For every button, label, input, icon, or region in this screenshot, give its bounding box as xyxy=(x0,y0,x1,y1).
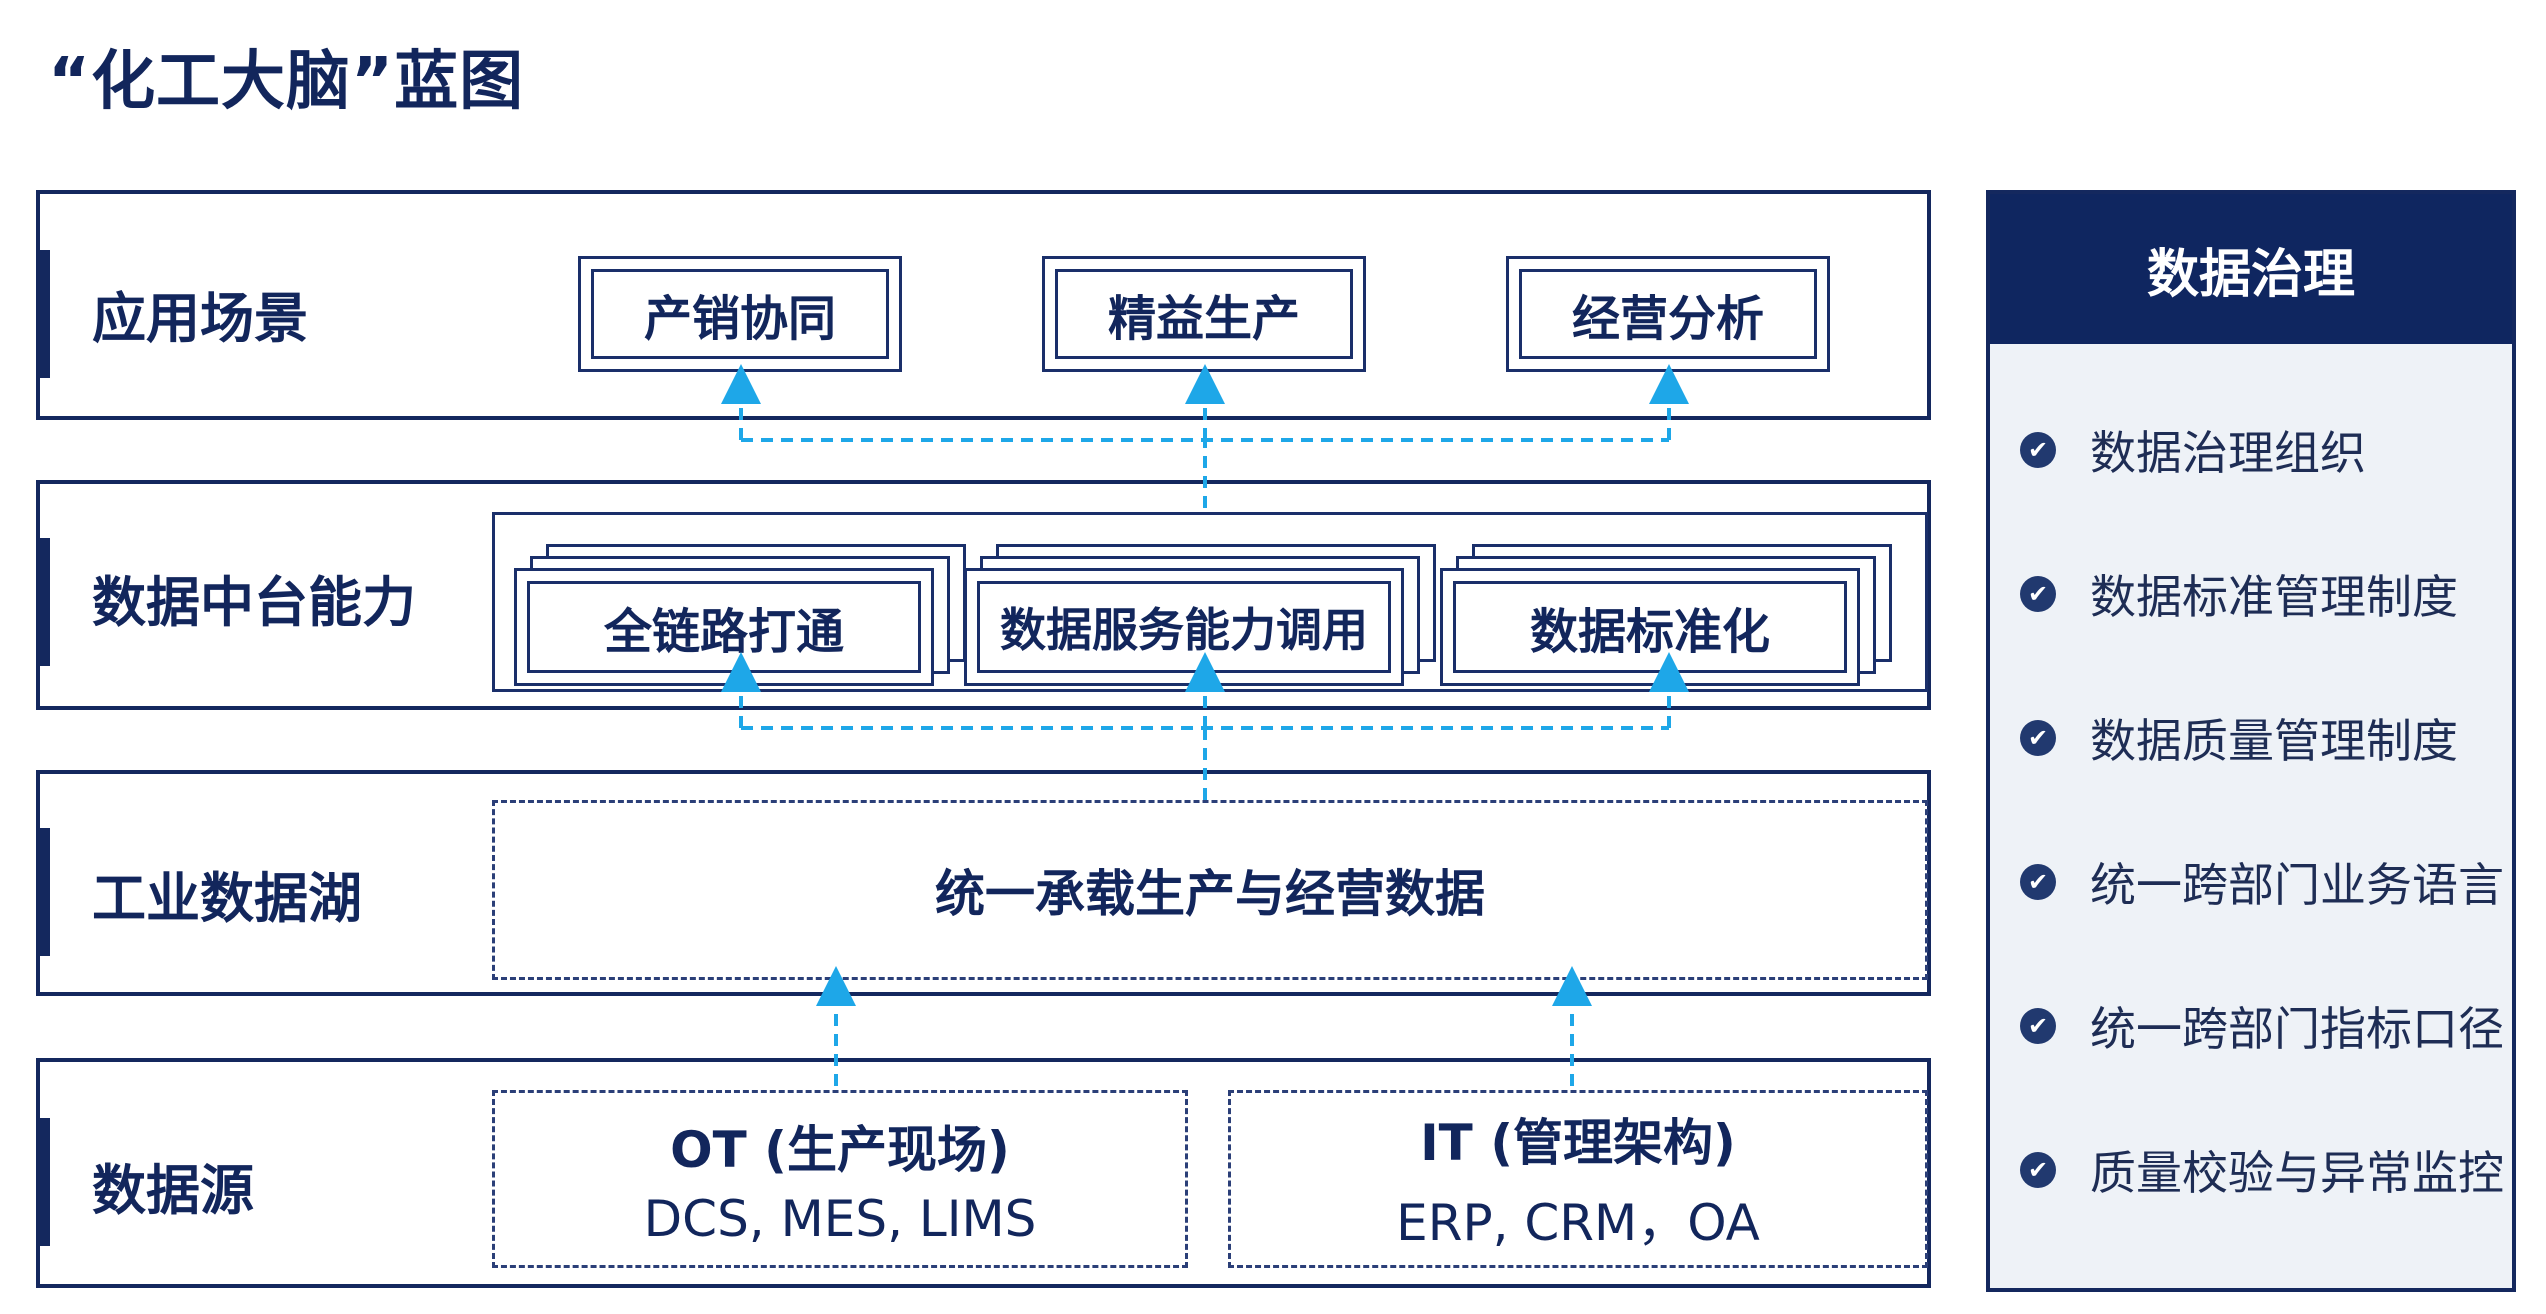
layer-accent-bar xyxy=(40,538,50,666)
check-circle-icon: ✔ xyxy=(2020,1008,2056,1044)
middle-platform-layer: 数据中台能力 全链路打通 数据服务能力调用 数据标准化 xyxy=(36,480,1931,710)
scenario-label: 经营分析 xyxy=(1519,269,1817,359)
layer-label-lake: 工业数据湖 xyxy=(92,867,362,930)
scenario-box-sales: 产销协同 xyxy=(578,256,902,372)
layer-accent-bar xyxy=(40,250,50,378)
governance-item-label: 统一跨部门业务语言 xyxy=(2090,858,2504,912)
check-circle-icon: ✔ xyxy=(2020,720,2056,756)
data-governance-panel: 数据治理 ✔ 数据治理组织 ✔ 数据标准管理制度 ✔ 数据质量管理制度 ✔ 统一… xyxy=(1986,190,2516,1292)
layer-label-source: 数据源 xyxy=(92,1159,254,1222)
ot-source-title: OT (生产现场) xyxy=(670,1121,1010,1179)
governance-item: ✔ 统一跨部门业务语言 xyxy=(2020,852,2504,912)
it-source-box: IT (管理架构) ERP, CRM，OA xyxy=(1228,1090,1928,1268)
it-source-title: IT (管理架构) xyxy=(1420,1114,1736,1172)
layer-label-application: 应用场景 xyxy=(92,287,308,350)
ot-source-box: OT (生产现场) DCS, MES, LIMS xyxy=(492,1090,1188,1268)
governance-item-label: 数据标准管理制度 xyxy=(2090,570,2458,624)
data-lake-box: 统一承载生产与经营数据 xyxy=(492,800,1928,980)
layer-accent-bar xyxy=(40,828,50,956)
data-lake-layer: 工业数据湖 统一承载生产与经营数据 xyxy=(36,770,1931,996)
governance-item-label: 统一跨部门指标口径 xyxy=(2090,1002,2504,1056)
governance-item-label: 质量校验与异常监控 xyxy=(2090,1146,2504,1200)
governance-item: ✔ 数据治理组织 xyxy=(2020,420,2502,480)
capability-label: 数据服务能力调用 xyxy=(977,581,1391,673)
check-circle-icon: ✔ xyxy=(2020,432,2056,468)
governance-item: ✔ 数据标准管理制度 xyxy=(2020,564,2502,624)
check-circle-icon: ✔ xyxy=(2020,1152,2056,1188)
governance-item-label: 数据质量管理制度 xyxy=(2090,714,2458,768)
scenario-label: 精益生产 xyxy=(1055,269,1353,359)
governance-item: ✔ 数据质量管理制度 xyxy=(2020,708,2502,768)
capability-box-service: 数据服务能力调用 xyxy=(964,568,1404,686)
page-title: “化工大脑”蓝图 xyxy=(48,45,525,119)
capability-label: 数据标准化 xyxy=(1453,581,1847,673)
governance-item-label: 数据治理组织 xyxy=(2090,426,2366,480)
it-source-detail: ERP, CRM，OA xyxy=(1396,1194,1760,1252)
ot-source-detail: DCS, MES, LIMS xyxy=(643,1190,1037,1248)
governance-item: ✔ 统一跨部门指标口径 xyxy=(2020,996,2504,1056)
application-layer: 应用场景 产销协同 精益生产 经营分析 xyxy=(36,190,1931,420)
layer-label-middle: 数据中台能力 xyxy=(92,571,416,634)
check-circle-icon: ✔ xyxy=(2020,864,2056,900)
layer-accent-bar xyxy=(40,1118,50,1246)
scenario-box-analysis: 经营分析 xyxy=(1506,256,1830,372)
check-circle-icon: ✔ xyxy=(2020,576,2056,612)
data-source-layer: 数据源 OT (生产现场) DCS, MES, LIMS IT (管理架构) E… xyxy=(36,1058,1931,1288)
scenario-label: 产销协同 xyxy=(591,269,889,359)
governance-item: ✔ 质量校验与异常监控 xyxy=(2020,1140,2504,1200)
data-lake-text: 统一承载生产与经营数据 xyxy=(935,865,1485,923)
governance-title: 数据治理 xyxy=(1990,194,2512,344)
